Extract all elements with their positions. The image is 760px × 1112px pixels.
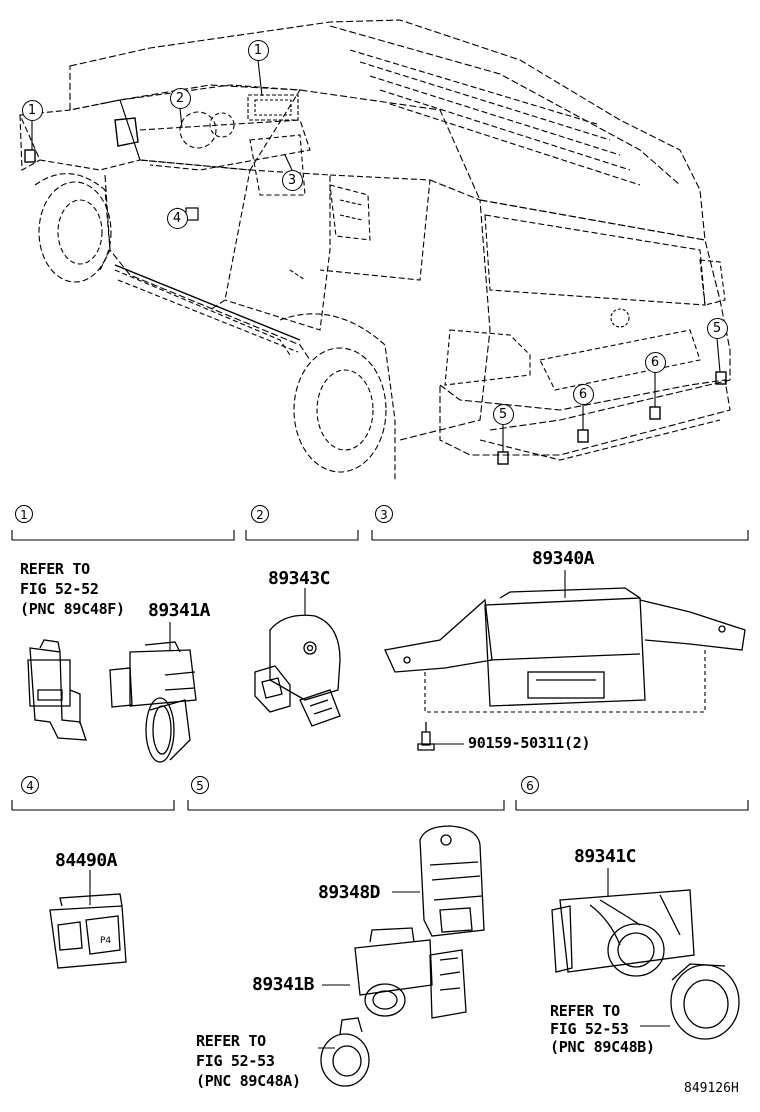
part-89341C-sensor: [551, 889, 695, 977]
refer-note-5-line-1: REFER TO: [196, 1032, 266, 1050]
section-number-5: 5: [191, 776, 209, 794]
callout-3: 3: [281, 169, 303, 191]
callout-6-right: 6: [644, 351, 666, 373]
part-number-89343C[interactable]: 89343C: [268, 568, 331, 589]
section-number-2: 2: [251, 505, 269, 523]
part-number-84490A[interactable]: 84490A: [55, 850, 118, 871]
part-90159-bolt: [417, 722, 435, 751]
vehicle-illustration: [19, 19, 731, 480]
refer-note-6-line-2: FIG 52-53: [550, 1020, 629, 1038]
section-number-6: 6: [521, 776, 539, 794]
part-89348D-retainer: [419, 825, 485, 937]
callout-5-right: 5: [706, 317, 728, 339]
part-number-89341C[interactable]: 89341C: [574, 846, 637, 867]
refer-note-5-line-2: FIG 52-53: [196, 1052, 275, 1070]
part-number-89348D[interactable]: 89348D: [318, 882, 381, 903]
section-dividers: [11, 530, 749, 811]
part-89341A-sensor: [109, 641, 197, 763]
part-number-89340A[interactable]: 89340A: [532, 548, 595, 569]
part-89343C-sensor: [254, 614, 341, 727]
callout-4: 4: [166, 207, 188, 229]
refer-note-1-line-2: FIG 52-52: [20, 580, 99, 598]
part-number-89341B[interactable]: 89341B: [252, 974, 315, 995]
refer-note-6-line-1: REFER TO: [550, 1002, 620, 1020]
refer-note-6-line-3: (PNC 89C48B): [550, 1038, 655, 1056]
callout-1-front: 1: [21, 99, 43, 121]
part-89341B-sensor: [354, 927, 467, 1019]
section-number-4: 4: [21, 776, 39, 794]
svg-text:P4: P4: [100, 936, 111, 946]
part-89340A-ecu: [384, 587, 746, 707]
part-sensor-bezel-front: [320, 1017, 370, 1087]
callout-2: 2: [169, 87, 191, 109]
callout-1-dash: 1: [247, 39, 269, 61]
part-84490A-switch: P4: [49, 893, 127, 969]
refer-note-5-line-3: (PNC 89C48A): [196, 1072, 301, 1090]
section-number-3: 3: [375, 505, 393, 523]
refer-note-1-line-1: REFER TO: [20, 560, 90, 578]
part-number-89341A[interactable]: 89341A: [148, 600, 211, 621]
section-number-1: 1: [15, 505, 33, 523]
illustration-code: 849126H: [684, 1081, 739, 1096]
callout-6-left: 6: [572, 383, 594, 405]
refer-note-1-line-3: (PNC 89C48F): [20, 600, 125, 618]
callout-5-left: 5: [492, 403, 514, 425]
part-number-90159-50311[interactable]: 90159-50311(2): [468, 734, 591, 752]
part-front-sensor-bracket: [27, 639, 87, 741]
part-sensor-bezel-rear: [670, 963, 740, 1040]
